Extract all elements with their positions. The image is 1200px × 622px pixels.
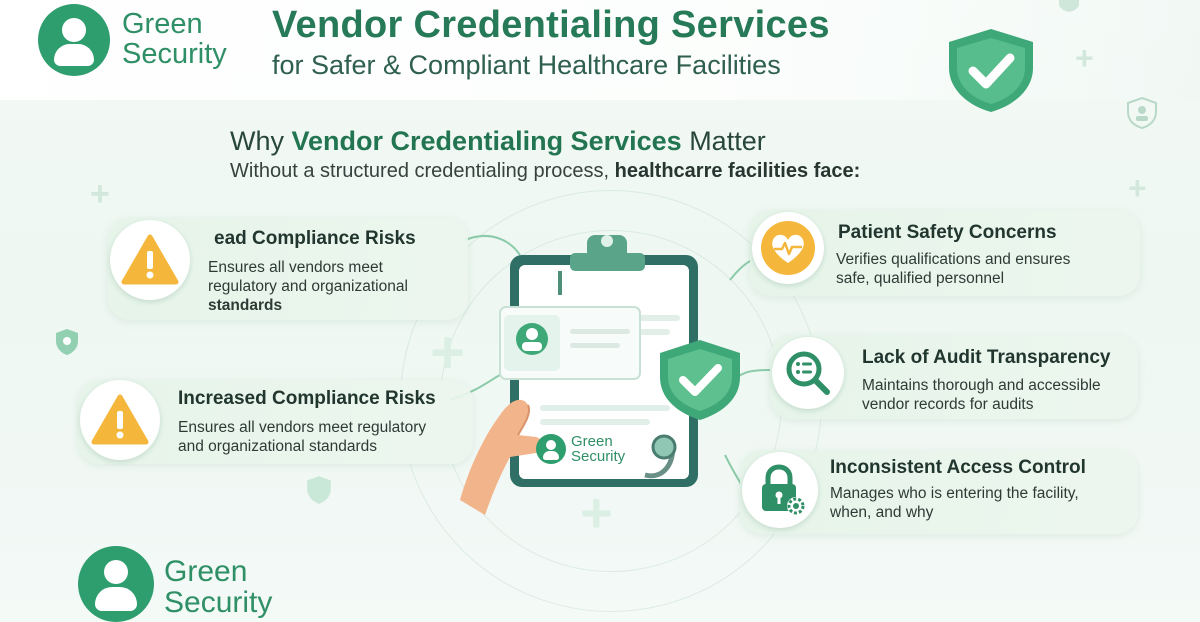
badge-icon <box>499 271 641 380</box>
heading-part: Why <box>230 126 284 156</box>
card-text: Verifies qualifications and ensures safe… <box>836 250 1136 288</box>
page-title: Vendor Credentialing Services <box>272 4 830 46</box>
intro-text: Without a structured credentialing proce… <box>230 160 610 182</box>
card-text: Manages who is entering the facility, wh… <box>830 484 1135 522</box>
card-text: Ensures all vendors meet regulatory and … <box>208 258 468 315</box>
shield-check-icon <box>949 29 1033 112</box>
card-title: Lack of Audit Transparency <box>862 347 1111 368</box>
card-icon-disc <box>742 452 818 528</box>
card-title: Patient Safety Concerns <box>838 222 1057 243</box>
clipboard-illustration <box>460 235 740 515</box>
card-icon-disc <box>110 220 190 300</box>
plus-decoration: + <box>430 319 466 386</box>
brand-line2: Security <box>571 448 626 466</box>
hand-icon <box>460 399 542 515</box>
brand-line1: Green <box>164 555 248 589</box>
logo-mark-icon <box>78 546 154 622</box>
card-title: ead Compliance Risks <box>214 228 416 249</box>
brand-logo-bottom: Green Security <box>78 546 272 622</box>
card-line: Ensures all vendors meet regulatory <box>178 419 427 436</box>
card-icon-disc <box>772 337 844 409</box>
brand-line2: Security <box>164 586 273 619</box>
warning-icon <box>91 394 149 445</box>
user-id-icon <box>1127 96 1157 130</box>
card-line: standards <box>208 297 283 314</box>
card-line: Verifies qualifications and ensures <box>836 251 1071 268</box>
shield-check-icon <box>660 340 740 420</box>
card-line: Maintains thorough and accessible <box>862 377 1101 394</box>
heart-pulse-icon <box>761 221 815 275</box>
card-line: vendor records for audits <box>862 396 1034 413</box>
section-heading: Why Vendor Credentialing Services Matter <box>230 126 766 157</box>
stethoscope-icon <box>644 434 677 479</box>
plus-decoration: + <box>1075 40 1094 76</box>
heading-emphasis: Vendor Credentialing Services <box>291 126 682 156</box>
brand-line2: Security <box>122 38 227 70</box>
intro-emphasis: healthcarre facilities face: <box>614 160 861 182</box>
brand-logo-clipboard: Green Security <box>536 434 625 465</box>
card-line: Ensures all vendors meet <box>208 259 383 276</box>
search-list-icon <box>786 351 830 395</box>
lock-gear-icon <box>762 464 805 515</box>
section-intro: Without a structured credentialing proce… <box>230 160 860 183</box>
card-line: regulatory and organizational <box>208 278 408 295</box>
brand-logo-top: Green Security <box>38 4 227 76</box>
brand-line1: Green <box>122 8 203 41</box>
card-icon-disc <box>80 380 160 460</box>
plus-decoration: + <box>580 481 613 544</box>
plus-decoration: + <box>1128 170 1147 206</box>
card-line: when, and why <box>830 504 934 521</box>
logo-mark-icon <box>536 434 566 465</box>
card-line: Manages who is entering the facility, <box>830 485 1079 502</box>
plus-decoration: + <box>90 175 110 213</box>
card-title: Increased Compliance Risks <box>178 388 436 409</box>
page-subtitle: for Safer & Compliant Healthcare Facilit… <box>272 50 781 80</box>
card-line: and organizational standards <box>178 438 378 455</box>
card-text: Maintains thorough and accessible vendor… <box>862 376 1137 414</box>
brand-line1: Green <box>571 433 613 450</box>
small-shield-icon <box>56 329 78 355</box>
card-icon-disc <box>752 212 824 284</box>
card-title: Inconsistent Access Control <box>830 457 1086 478</box>
logo-mark-icon <box>38 4 110 76</box>
heading-part: Matter <box>689 126 766 156</box>
card-text: Ensures all vendors meet regulatory and … <box>178 418 473 456</box>
card-line: safe, qualified personnel <box>836 270 1005 287</box>
small-shield-icon <box>1059 0 1079 12</box>
small-shield-icon <box>307 476 331 504</box>
warning-icon <box>121 234 179 285</box>
